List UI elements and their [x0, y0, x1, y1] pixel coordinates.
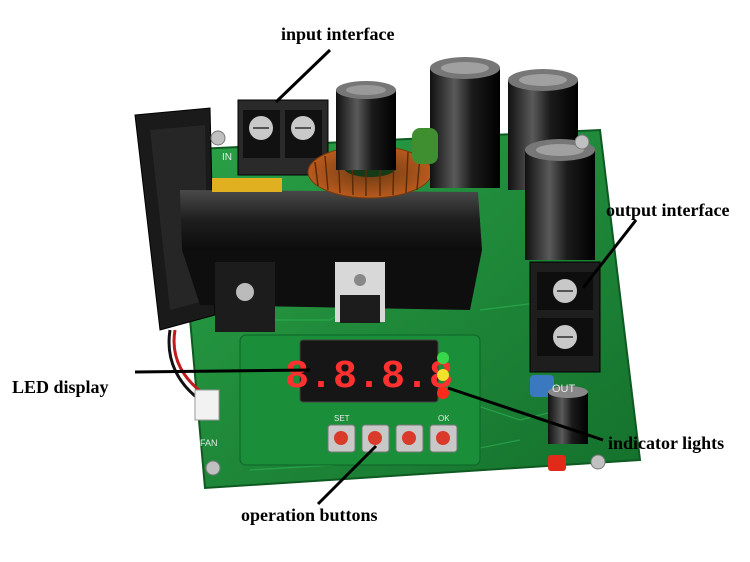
small-cap-blue: [530, 375, 554, 397]
mosfet-right: [335, 262, 385, 323]
indicator-yellow: [437, 369, 449, 381]
indicator-red: [437, 387, 449, 399]
film-capacitor: [412, 128, 438, 164]
label-indicator-lights: indicator lights: [608, 433, 725, 453]
operation-buttons: [327, 424, 458, 453]
callout-indicator: [447, 386, 604, 442]
label-input-interface: input interface: [281, 24, 395, 44]
callout-buttons: [316, 444, 378, 506]
silk-fan: FAN: [200, 438, 218, 448]
silk-set: SET: [334, 414, 350, 423]
output-terminal: [529, 261, 601, 373]
mosfet-left: [215, 262, 275, 332]
silk-in: IN: [222, 152, 232, 163]
fan-connector: [194, 389, 220, 421]
label-output-interface: output interface: [606, 200, 730, 220]
callout-input: [274, 48, 332, 104]
capacitor-4: [525, 139, 595, 260]
callout-led: [134, 368, 311, 374]
small-cap-black: [548, 386, 588, 444]
indicator-green: [437, 352, 449, 364]
capacitor-1: [336, 81, 396, 170]
heatsink: [180, 190, 482, 250]
silk-out: OUT: [552, 383, 576, 395]
led-display-digits: 8.8.8.8: [285, 355, 453, 400]
callout-output: [581, 219, 638, 289]
label-led-display: LED display: [12, 377, 109, 397]
silk-ok: OK: [438, 414, 450, 423]
power-led: [548, 455, 566, 471]
input-terminal: [212, 99, 329, 192]
capacitor-2: [430, 57, 500, 188]
label-operation-buttons: operation buttons: [241, 505, 378, 525]
